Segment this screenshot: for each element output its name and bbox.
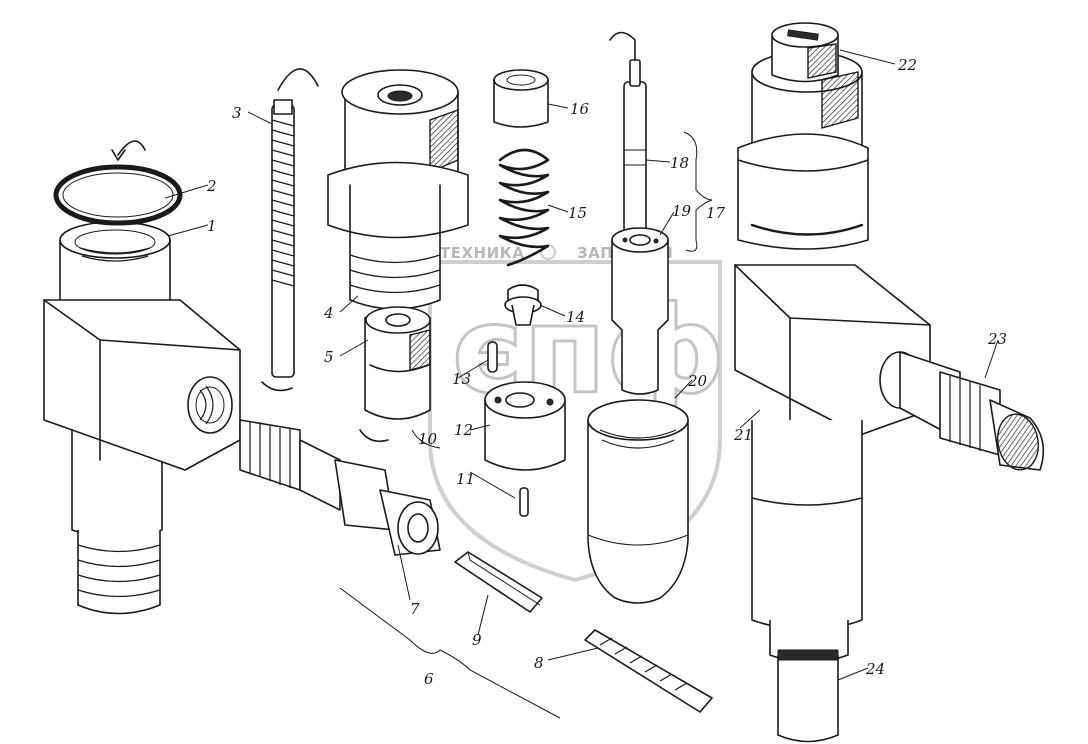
part-3-threaded-rod	[261, 68, 319, 392]
part-16-bushing	[493, 69, 549, 128]
callout-13: 13	[452, 370, 471, 388]
callout-4: 4	[323, 304, 334, 322]
part-14-valve	[504, 284, 542, 326]
part-2-sealing-ring	[53, 140, 183, 226]
part-6-group-bracket	[339, 587, 561, 719]
callout-10: 10	[418, 430, 438, 448]
part-13-small-pin	[487, 341, 498, 373]
part-20-cap-nut	[587, 399, 689, 604]
callout-14: 14	[566, 308, 585, 326]
part-10-bracket	[411, 429, 441, 449]
callout-5: 5	[324, 348, 334, 366]
callout-21: 21	[733, 426, 753, 444]
rotation-arrow-icon	[609, 31, 636, 61]
part-4-fitting	[327, 69, 469, 310]
part-7-pipe-fitting	[239, 419, 441, 556]
callout-1: 1	[207, 217, 217, 235]
callout-11: 11	[456, 470, 475, 488]
callout-23: 23	[987, 330, 1007, 348]
watermark-shield-shape	[428, 260, 722, 583]
callout-8: 8	[534, 654, 544, 672]
callout-3: 3	[232, 104, 242, 122]
callout-20: 20	[687, 372, 708, 390]
part-5-small-nut	[359, 306, 431, 443]
callout-17: 17	[706, 204, 726, 222]
rotation-arrow-icon	[277, 68, 319, 91]
callout-2: 2	[206, 177, 217, 195]
callout-12: 12	[454, 421, 473, 439]
part-15-spring	[498, 148, 550, 267]
watermark-left-text: ТЕХНИКА	[440, 244, 525, 262]
callout-16: 16	[570, 100, 590, 118]
callout-22: 22	[897, 56, 917, 74]
callout-7: 7	[410, 600, 420, 618]
part-8-pin	[584, 629, 713, 713]
part-11-pin	[519, 487, 529, 517]
callout-24: 24	[865, 660, 885, 678]
callout-labels: 1 2 3 4 5 6 7 8 9 10 11 12 13 14 15 16 1…	[206, 56, 1007, 688]
part-23-side-fitting	[879, 351, 1045, 471]
part-12-nozzle-holder	[411, 381, 566, 471]
rotation-arrow-icon	[117, 140, 146, 156]
callout-18: 18	[670, 154, 689, 172]
callout-15: 15	[568, 204, 587, 222]
callout-6: 6	[424, 670, 434, 688]
part-9-key	[454, 551, 543, 613]
part-19-nozzle-body	[611, 227, 669, 395]
part-1-body-left	[43, 221, 241, 615]
part-22-top-plug	[771, 22, 839, 83]
callout-9: 9	[472, 631, 482, 649]
part-17-brace	[683, 131, 713, 252]
callout-leaders	[164, 49, 999, 681]
callout-19: 19	[672, 202, 692, 220]
part-18-needle	[609, 31, 647, 233]
